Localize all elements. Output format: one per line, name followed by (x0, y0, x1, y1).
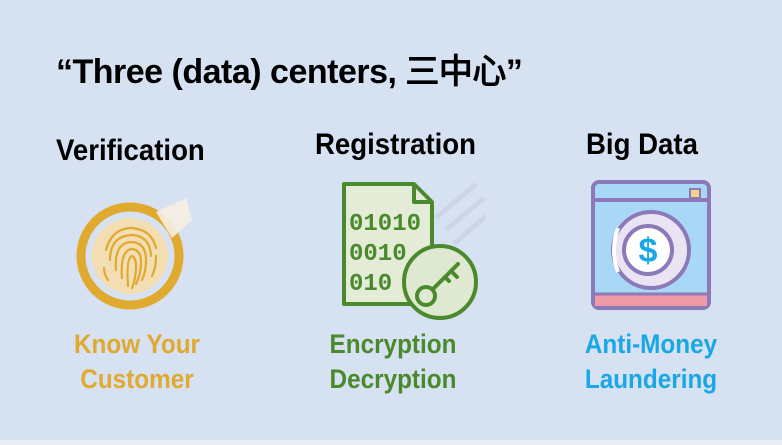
dollar-icon: $ (639, 232, 658, 270)
heading-big-data: Big Data (586, 128, 698, 161)
encrypted-file-key-icon: 01010 0010 010 (342, 182, 486, 320)
dollar-browser-icon: $ (591, 180, 711, 310)
caption-kyc-line1: Know Your (74, 329, 200, 359)
fingerprint-icon (76, 198, 192, 310)
caption-encryption: Encryption Decryption (326, 327, 461, 397)
caption-aml-line1: Anti-Money (584, 329, 718, 359)
binary-line-2: 0010 (349, 241, 407, 268)
slide-title: “Three (data) centers, 三中心” (56, 53, 523, 91)
binary-line-1: 01010 (349, 211, 421, 238)
bottom-strip (0, 440, 782, 445)
caption-kyc: Know Your Customer (70, 327, 205, 397)
caption-kyc-line2: Customer (80, 364, 194, 394)
binary-line-3: 010 (349, 271, 392, 298)
heading-verification: Verification (56, 134, 205, 167)
caption-aml-line2: Laundering (584, 364, 718, 394)
heading-registration: Registration (315, 128, 477, 161)
caption-aml: Anti-Money Laundering (584, 327, 719, 397)
key-icon (415, 262, 460, 307)
caption-encryption-line2: Decryption (329, 364, 457, 394)
caption-encryption-line1: Encryption (329, 329, 457, 359)
